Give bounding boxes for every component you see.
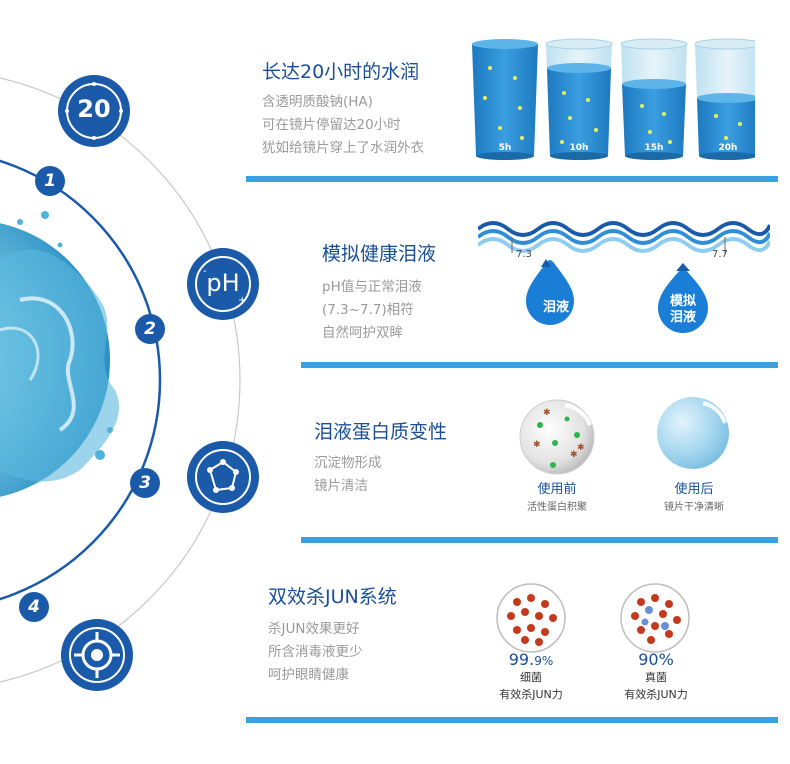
glass-10h [545, 38, 613, 160]
section-3-divider [301, 537, 778, 543]
hydration-20-icon: 20 [57, 74, 131, 148]
hydration-20-text: 20 [77, 95, 111, 123]
ph-text: pH [206, 269, 240, 297]
germ-dishes [496, 583, 690, 653]
water-splash-image [0, 211, 120, 497]
glass-15h [620, 38, 688, 160]
bacteria-name: 细菌 [520, 671, 542, 684]
section-1-desc: 含透明质酸钠(HA) 可在镜片停留达20小时 犹如给镜片穿上了水润外衣 [262, 94, 424, 156]
svg-text:✱: ✱ [570, 450, 578, 460]
fungi-dish-icon [620, 583, 690, 653]
section-2-divider [301, 362, 778, 368]
fungi-percentage: 90% [638, 650, 674, 669]
tear-drop-label: 泪液 [542, 300, 569, 315]
glass-label-5h: 5h [498, 143, 512, 153]
before-use-sub: 活性蛋白积聚 [527, 502, 587, 513]
section-4-title: 双效杀JUN系统 [268, 586, 397, 608]
bacteria-caption: 有效杀JUN力 [499, 688, 563, 701]
svg-text:-: - [203, 266, 207, 277]
glass-label-15h: 15h [644, 143, 664, 153]
dirty-lens-icon: ✱ ✱ ✱ ✱ [519, 399, 595, 475]
bacteria-percentage-small: 9% [534, 654, 554, 668]
section-1-divider [246, 176, 778, 182]
fungi-name: 真菌 [645, 671, 667, 684]
simulated-tear-drop-icon [658, 263, 708, 333]
target-icon [60, 618, 134, 692]
glass-label-10h: 10h [569, 143, 589, 153]
clean-lens-icon [657, 397, 729, 469]
svg-text:+: + [238, 295, 246, 306]
section-3-title: 泪液蛋白质变性 [314, 421, 448, 443]
ph-icon: - + pH [186, 247, 260, 321]
section-2-desc: pH值与正常泪液 (7.3~7.7)相符 自然呵护双眸 [322, 279, 422, 341]
section-1-title: 长达20小时的水润 [262, 61, 420, 83]
step-number-3: 3 [130, 468, 160, 498]
bacteria-percentage-main: 99. [508, 650, 535, 669]
after-use-label: 使用后 [674, 482, 714, 497]
svg-text:✱: ✱ [533, 440, 541, 450]
wave-left-value: 7.3 [516, 249, 532, 260]
section-2-title: 模拟健康泪液 [322, 243, 437, 265]
section-4-desc: 杀JUN效果更好 所含消毒液更少 呵护眼睛健康 [268, 621, 363, 683]
hydration-glasses [472, 38, 755, 160]
left-decoration [0, 77, 241, 683]
bacteria-dish-icon [496, 583, 566, 653]
molecule-icon [186, 440, 260, 514]
section-4-divider [246, 717, 778, 723]
tear-drop-icon [526, 259, 574, 325]
wave-right-value: 7.7 [712, 249, 728, 260]
svg-text:✱: ✱ [543, 408, 551, 418]
svg-text:✱: ✱ [577, 443, 585, 453]
fungi-caption: 有效杀JUN力 [624, 688, 688, 701]
tear-wave-graphic [478, 221, 770, 333]
glass-5h [472, 39, 538, 160]
simulated-tear-drop-label: 模拟 泪液 [669, 294, 696, 325]
glass-20h [694, 38, 755, 160]
glass-label-20h: 20h [718, 143, 738, 153]
before-use-label: 使用前 [537, 482, 577, 497]
step-number-2: 2 [135, 314, 165, 344]
step-number-4: 4 [19, 592, 49, 622]
bacteria-percentage: 99.9% [495, 650, 567, 669]
section-3-desc: 沉淀物形成 镜片清洁 [314, 455, 382, 494]
step-number-1: 1 [35, 166, 65, 196]
lens-comparison: ✱ ✱ ✱ ✱ [519, 397, 729, 475]
after-use-sub: 镜片干净清晰 [664, 502, 724, 513]
